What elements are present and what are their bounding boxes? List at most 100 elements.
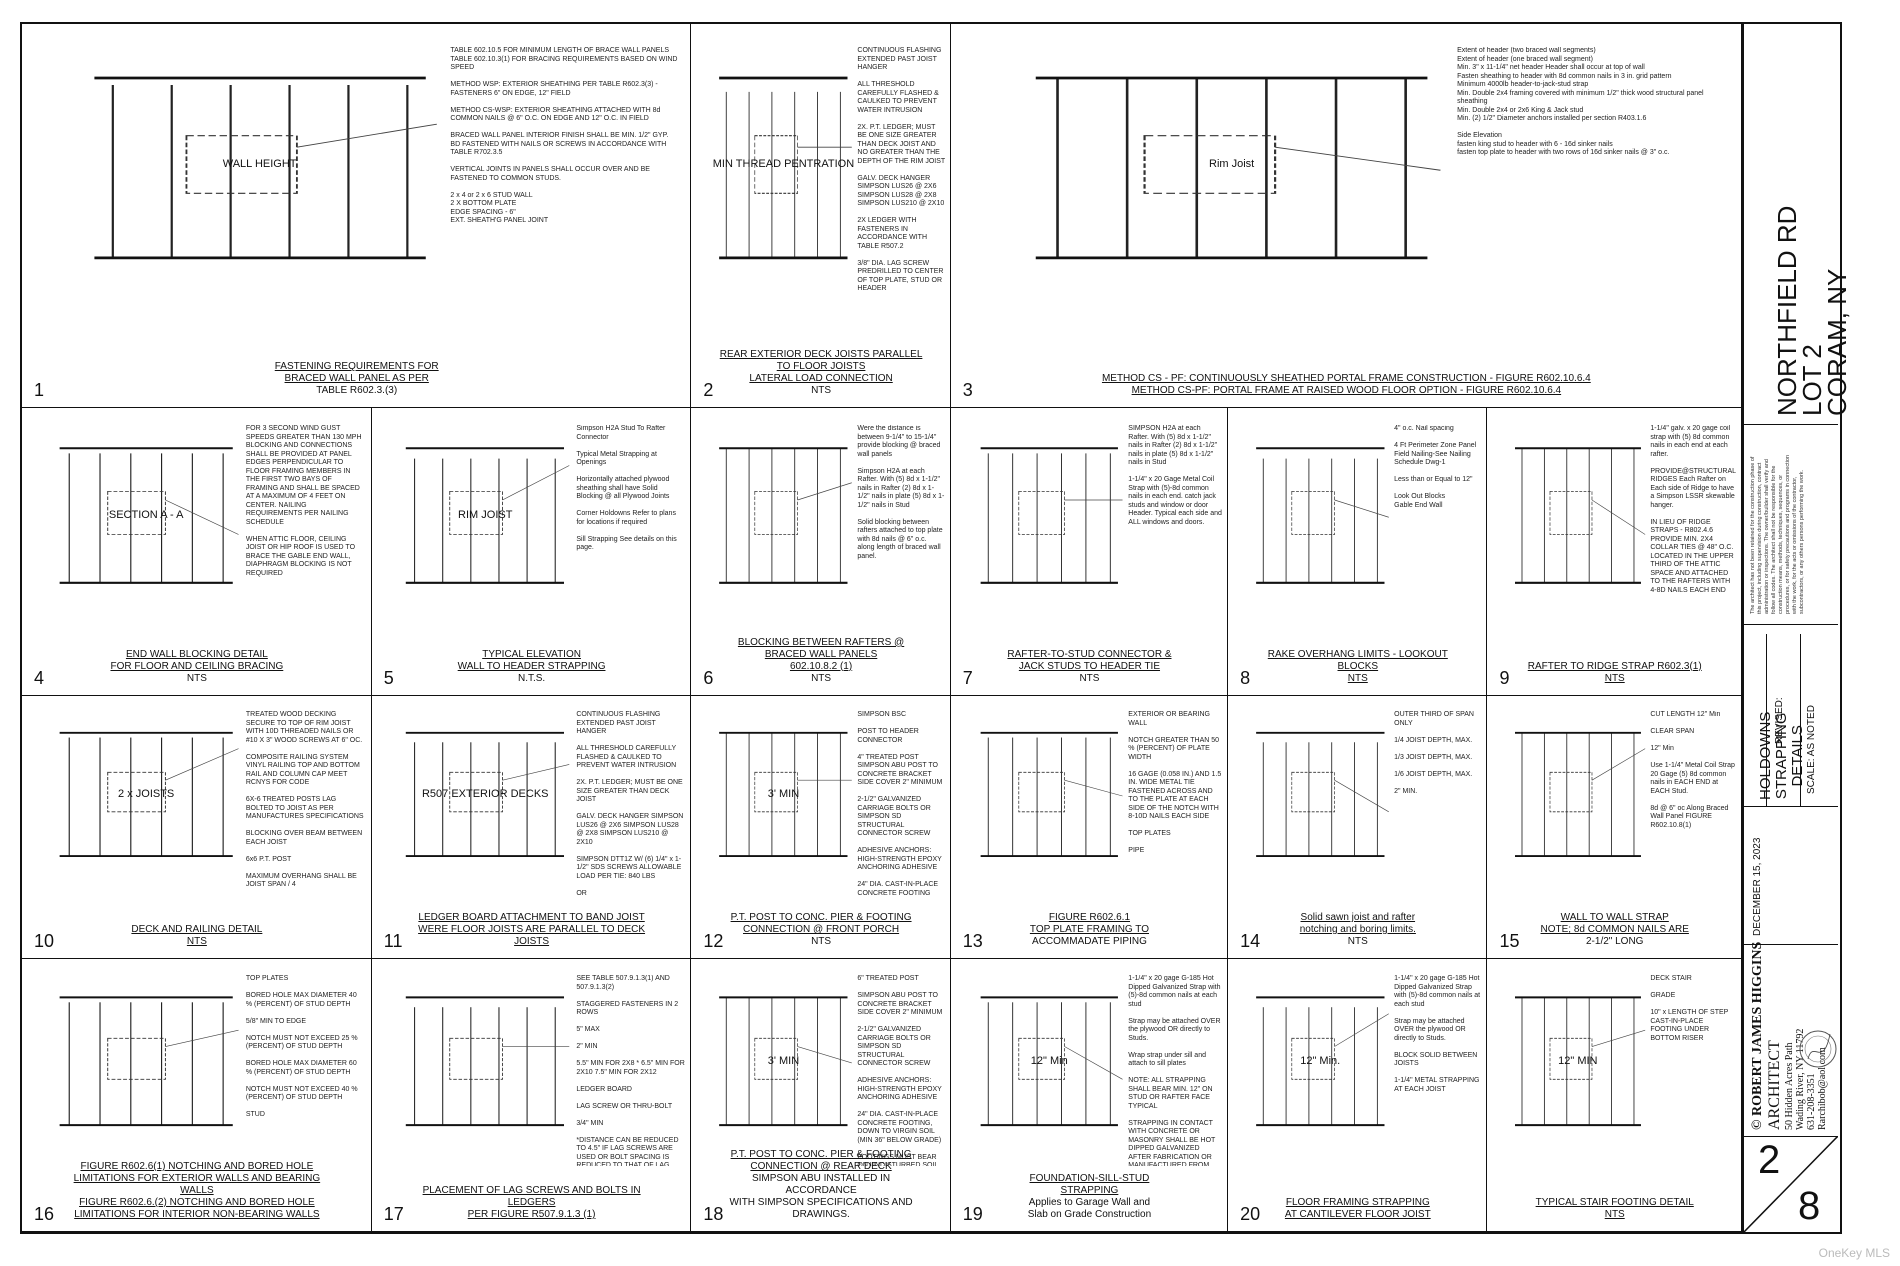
detail-number: 5 <box>383 667 394 688</box>
caption-line: NTS <box>1604 1208 1625 1220</box>
caption-line: METHOD CS-PF: PORTAL FRAME AT RAISED WOO… <box>1131 385 1562 397</box>
caption-line: NTS <box>1604 672 1625 684</box>
caption-line: P.T. POST TO CONC. PIER & FOOTING <box>730 1148 912 1160</box>
detail-number: 17 <box>383 1203 404 1224</box>
caption-line: END WALL BLOCKING DETAIL <box>125 648 268 660</box>
caption-line: CONNECTION @ FRONT PORCH <box>743 923 900 935</box>
detail-drawing <box>712 55 855 285</box>
detail-drawing <box>1014 55 1449 285</box>
watermark: OneKey MLS <box>1818 1246 1890 1260</box>
detail-drawing <box>1249 431 1392 604</box>
detail-14: OUTER THIRD OF SPAN ONLY 1/4 JOIST DEPTH… <box>1228 695 1488 959</box>
drawing-label: 3' MIN <box>767 1054 800 1067</box>
caption-line: NTS <box>186 935 207 947</box>
detail-16: TOP PLATES BORED HOLE MAX DIAMETER 40 % … <box>22 958 372 1232</box>
caption-line: BLOCKING BETWEEN RAFTERS @ BRACED WALL P… <box>737 636 905 660</box>
caption-line: TYPICAL STAIR FOOTING DETAIL <box>1535 1196 1694 1208</box>
detail-drawing <box>1508 717 1648 875</box>
caption-line: RAKE OVERHANG LIMITS - LOOKOUT BLOCKS <box>1267 648 1448 672</box>
drawing-label: 12" Min <box>1030 1054 1068 1067</box>
detail-notes: Were the distance is between 9-1/4" to 1… <box>857 425 945 560</box>
detail-notes: OUTER THIRD OF SPAN ONLY 1/4 JOIST DEPTH… <box>1394 711 1474 795</box>
detail-drawing <box>50 981 242 1145</box>
detail-drawing <box>712 431 855 604</box>
detail-number: 1 <box>34 380 45 401</box>
caption-line: NTS <box>811 672 832 684</box>
drawing-label: R507 EXTERIOR DECKS <box>421 787 549 800</box>
caption-line: FLOOR FRAMING STRAPPING <box>1285 1196 1430 1208</box>
detail-number: 20 <box>1240 1203 1261 1224</box>
detail-notes: SIMPSON BSC POST TO HEADER CONNECTOR 4" … <box>857 711 943 896</box>
sheet-number-current: 2 <box>1758 1138 1781 1182</box>
detail-15: CUT LENGTH 12" Min CLEAR SPAN 12" Min Us… <box>1487 695 1742 959</box>
caption-line: WITH SIMPSON SPECIFICATIONS AND DRAWINGS… <box>729 1196 913 1220</box>
detail-notes: 1-1/4" galv. x 20 gage coil strap with (… <box>1650 425 1736 594</box>
detail-drawing <box>1508 431 1648 604</box>
sheet-number: 2 8 <box>1744 1136 1838 1232</box>
caption-line: RAFTER-TO-STUD CONNECTOR & <box>1007 648 1172 660</box>
detail-notes: SIMPSON H2A at each Rafter. With (5) 8d … <box>1128 425 1222 526</box>
caption-line: N.T.S. <box>517 672 546 684</box>
detail-11: R507 EXTERIOR DECKS CONTINUOUS FLASHING E… <box>371 695 692 959</box>
architect-address-1: 50 Hidden Acres Path <box>1784 1042 1795 1131</box>
caption-line: SIMPSON ABU INSTALLED IN ACCORDANCE <box>751 1172 891 1196</box>
architect-name: © ROBERT JAMES HIGGINS <box>1750 941 1765 1130</box>
detail-drawing <box>76 55 444 285</box>
detail-number: 11 <box>383 930 403 951</box>
architect-seal <box>1799 1030 1837 1068</box>
drawing-label: SECTION A - A <box>108 508 184 521</box>
detail-notes: CONTINUOUS FLASHING EXTENDED PAST JOIST … <box>857 47 946 293</box>
caption-line: NTS <box>1079 672 1100 684</box>
detail-drawing <box>397 717 573 875</box>
detail-notes: 1-1/4" x 20 gage G-185 Hot Dipped Galvan… <box>1128 975 1221 1167</box>
detail-7: SIMPSON H2A at each Rafter. With (5) 8d … <box>950 408 1229 696</box>
caption-line: NTS <box>811 935 832 947</box>
detail-caption: METHOD CS - PF: CONTINUOUSLY SHEATHED PO… <box>1030 373 1663 397</box>
caption-line: P.T. POST TO CONC. PIER & FOOTING <box>730 911 912 923</box>
detail-number: 16 <box>34 1203 55 1224</box>
detail-9: 1-1/4" galv. x 20 gage coil strap with (… <box>1487 408 1742 696</box>
caption-line: PLACEMENT OF LAG SCREWS AND BOLTS IN LED… <box>422 1184 641 1208</box>
detail-drawing <box>973 981 1126 1145</box>
detail-notes: 4" o.c. Nail spacing 4 Ft Perimeter Zone… <box>1394 425 1477 509</box>
drawing-label: Rim Joist <box>1209 158 1255 171</box>
detail-drawing <box>712 981 855 1145</box>
caption-line: TOP PLATE FRAMING TO <box>1029 923 1149 935</box>
drawing-label: 3' MIN <box>767 787 800 800</box>
project-name: NORTHFIELD RD LOT 2 CORAM, NY <box>1772 206 1852 416</box>
caption-line: FIGURE R602.6.1 <box>1048 911 1131 923</box>
caption-line: NOTE; 8d COMMON NAILS ARE <box>1540 923 1689 935</box>
caption-line: WALL TO HEADER STRAPPING <box>457 660 606 672</box>
detail-13: EXTERIOR OR BEARING WALL NOTCH GREATER T… <box>950 695 1229 959</box>
revised-label: REVISED: <box>1774 697 1785 744</box>
detail-number: 10 <box>34 930 55 951</box>
caption-line: RAFTER TO RIDGE STRAP R602.3(1) <box>1527 660 1702 672</box>
detail-caption: REAR EXTERIOR DECK JOISTS PARALLEL TO FL… <box>717 349 924 397</box>
caption-line: FASTENING REQUIREMENTS FOR <box>274 361 439 373</box>
detail-number: 8 <box>1240 667 1251 688</box>
detail-8: 4" o.c. Nail spacing 4 Ft Perimeter Zone… <box>1228 408 1488 696</box>
caption-line: AT CANTILEVER FLOOR JOIST <box>1284 1208 1431 1220</box>
detail-number: 2 <box>703 380 714 401</box>
detail-notes: 6" TREATED POST SIMPSON ABU POST TO CONC… <box>857 975 943 1167</box>
sheet-title-3: DETAILS <box>1789 725 1806 787</box>
caption-line: PER FIGURE R507.9.1.3 (1) <box>467 1208 596 1220</box>
disclaimer: The architect has not been retained for … <box>1750 455 1805 614</box>
drawing-label: 2 x JOISTS <box>118 787 175 800</box>
caption-line: ACCOMMADATE PIPING <box>1032 935 1147 947</box>
detail-drawing <box>973 431 1126 604</box>
caption-line: DECK AND RAILING DETAIL <box>131 923 263 935</box>
detail-notes: FOR 3 SECOND WIND GUST SPEEDS GREATER TH… <box>245 425 362 577</box>
caption-line: WALL TO WALL STRAP <box>1560 911 1669 923</box>
detail-notes: CONTINUOUS FLASHING EXTENDED PAST JOIST … <box>576 711 684 896</box>
